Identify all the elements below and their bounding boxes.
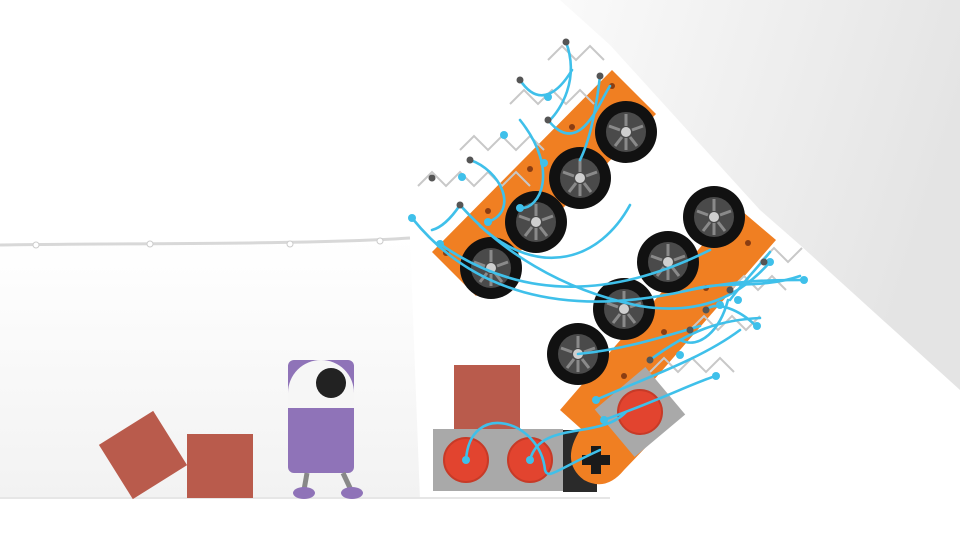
wire-connector-icon: [540, 159, 548, 167]
wheel-icon: [591, 276, 657, 342]
wire-connector-icon: [726, 286, 734, 294]
wire: [728, 250, 772, 302]
wire: [594, 328, 742, 402]
spring-link-icon: [417, 170, 531, 188]
wheel-icon: [681, 184, 747, 250]
wire-connector-icon: [646, 356, 654, 364]
wire-connector-icon: [753, 322, 761, 330]
wire-connector-icon: [702, 306, 710, 314]
wire-connectors: [408, 38, 808, 464]
wire: [438, 242, 712, 289]
wire-connector-icon: [516, 204, 524, 212]
wire-connector-icon: [734, 296, 742, 304]
wire-connector-icon: [562, 38, 570, 46]
wires: [410, 40, 806, 476]
wire-connector-icon: [436, 240, 444, 248]
floor: [0, 498, 610, 540]
lower-chassis: [560, 206, 776, 444]
wire: [410, 216, 806, 303]
robot-character[interactable]: [288, 360, 363, 499]
wire-connector-icon: [596, 72, 604, 80]
wheel-icon: [547, 145, 613, 211]
wire-connector-icon: [500, 131, 508, 139]
wire-connector-icon: [526, 456, 534, 464]
wire-connector-icon: [592, 396, 600, 404]
crate[interactable]: [187, 434, 253, 498]
right-wall: [560, 0, 960, 390]
wire-connector-icon: [544, 93, 552, 101]
wire-connector-icon: [716, 301, 724, 309]
spring-link-icon: [547, 44, 605, 62]
wire: [478, 203, 632, 260]
wire-connector-icon: [766, 258, 774, 266]
wire: [578, 74, 602, 162]
wire-connector-icon: [466, 156, 474, 164]
wire: [602, 374, 718, 422]
wire-connector-icon: [760, 258, 768, 266]
wire-connector-icon: [456, 201, 464, 209]
wire-connector-icon: [800, 276, 808, 284]
wheel-icon: [635, 229, 701, 295]
robot-foot: [293, 487, 315, 499]
wire: [528, 410, 628, 462]
wire: [430, 203, 462, 232]
ceiling-rivets: [32, 237, 384, 249]
wire-connector-icon: [408, 214, 416, 222]
wire-connector-icon: [712, 372, 720, 380]
wire: [548, 40, 572, 122]
wire: [464, 421, 602, 476]
crate[interactable]: [454, 365, 520, 429]
wire: [678, 298, 730, 344]
wire-connector-icon: [686, 326, 694, 334]
wheel-icon: [593, 99, 659, 165]
wire-connector-icon: [484, 218, 492, 226]
robot-foot: [341, 487, 363, 499]
wire-connector-icon: [600, 416, 608, 424]
wire-connector-icon: [516, 76, 524, 84]
spring-link-icon: [509, 88, 595, 106]
crate[interactable]: [98, 410, 188, 500]
robot-eye: [316, 368, 346, 398]
wire-connector-icon: [428, 174, 436, 182]
wire-connector-icon: [544, 116, 552, 124]
wire: [518, 118, 545, 210]
ceiling-edge: [0, 236, 411, 247]
wire: [468, 158, 506, 224]
gamepad-cross-icon: [582, 446, 610, 474]
upper-arm[interactable]: [432, 70, 659, 301]
wire: [518, 68, 574, 97]
wire-connector-icon: [458, 173, 466, 181]
wire-connector-icon: [462, 456, 470, 464]
wire-connector-icon: [676, 351, 684, 359]
wire: [546, 84, 612, 135]
